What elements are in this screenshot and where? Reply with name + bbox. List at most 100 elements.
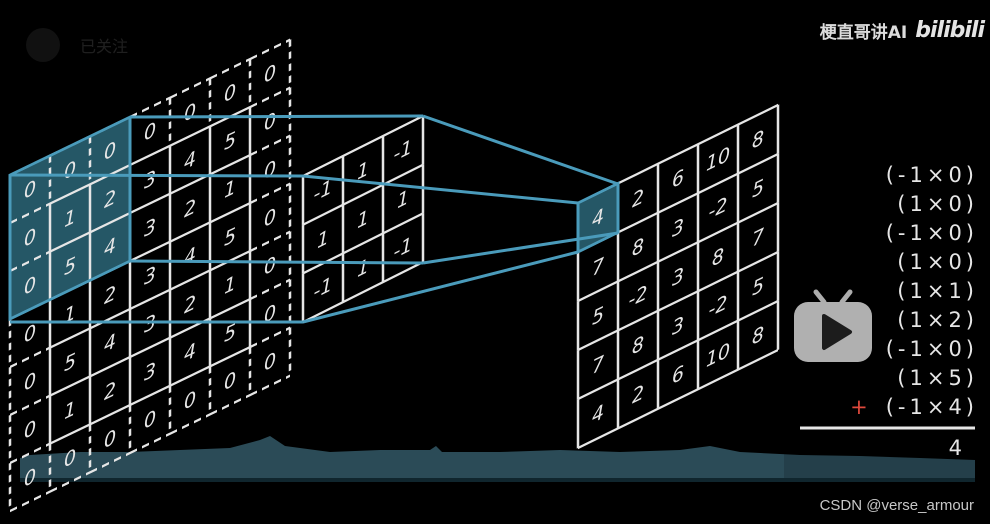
grid-line (698, 368, 738, 391)
progress-track (20, 478, 975, 482)
matrix-cell: 6 (672, 360, 684, 389)
grid-line (303, 203, 343, 226)
matrix-cell: 5 (64, 348, 76, 377)
grid-line (618, 162, 658, 185)
csdn-watermark: CSDN @verse_armour (819, 497, 974, 514)
matrix-cell: 7 (592, 252, 604, 281)
matrix-cell: 3 (144, 165, 156, 194)
grid-line (90, 451, 130, 474)
matrix-cell: 1 (357, 253, 369, 282)
grid-line (10, 346, 50, 369)
grid-line (90, 403, 130, 426)
matrix-cell: -2 (709, 290, 728, 322)
grid-line (658, 191, 698, 215)
grid-line (738, 152, 778, 175)
grid-line (170, 77, 210, 99)
matrix-cell: 4 (592, 203, 604, 232)
matrix-cell: 0 (24, 271, 36, 300)
grid-line (50, 327, 90, 349)
grid-line (250, 134, 290, 157)
grid-line (578, 378, 618, 401)
matrix-cell: 4 (104, 328, 116, 357)
grid-line (10, 442, 50, 465)
matrix-cell: 4 (184, 242, 196, 271)
term-text: (-1×0) (885, 221, 978, 245)
equation-term: (1×1) (897, 279, 978, 303)
receptive-field-highlight (10, 117, 130, 319)
matrix-cell: 1 (357, 205, 369, 234)
channel-brand: 梗直哥讲AI bilibili (819, 18, 985, 43)
grid-line (343, 232, 383, 255)
grid-line (383, 114, 423, 138)
equation-term: (-1×0) (886, 163, 978, 187)
grid-line (698, 123, 738, 146)
matrix-cell: 4 (592, 399, 604, 428)
term-text: (-1×0) (885, 163, 978, 187)
projection-line (422, 114, 619, 186)
grid-line (210, 201, 250, 224)
grid-line (383, 260, 423, 284)
equation-term: (1×0) (897, 192, 978, 216)
matrix-cell: 8 (712, 243, 724, 272)
grid-line (130, 336, 170, 359)
matrix-cell: 4 (184, 338, 196, 367)
play-icon (794, 289, 872, 362)
grid-line (170, 365, 210, 387)
matrix-cell: 5 (752, 174, 764, 203)
matrix-cell: 8 (632, 233, 644, 262)
matrix-cell: 3 (672, 213, 684, 242)
grid-line (170, 221, 210, 243)
matrix-cell: 1 (64, 396, 76, 425)
matrix-cell: 0 (64, 156, 76, 185)
matrix-cell: 0 (64, 444, 76, 473)
matrix-cell: 1 (397, 185, 409, 214)
matrix-cell: 2 (632, 184, 644, 213)
matrix-cell: 0 (24, 223, 36, 252)
projection-line (129, 114, 424, 119)
matrix-cell: 0 (224, 78, 236, 107)
projection-line (302, 174, 579, 205)
matrix-cell: 4 (184, 146, 196, 175)
grid-line (170, 173, 210, 195)
matrix-cell: 2 (104, 184, 116, 213)
follow-overlay[interactable]: 已关注 (26, 28, 128, 62)
progress-waveform[interactable] (20, 436, 975, 482)
grid-line (738, 299, 778, 322)
grid-line (130, 96, 170, 119)
matrix-cell: 0 (24, 367, 36, 396)
grid-line (383, 212, 423, 235)
grid-line (50, 423, 90, 445)
grid-line (90, 355, 130, 378)
matrix-cell: 7 (752, 223, 764, 252)
grid-line (210, 297, 250, 320)
grid-line (170, 269, 210, 291)
matrix-cell: 0 (264, 155, 276, 184)
grid-line (738, 250, 778, 273)
play-button[interactable] (792, 288, 874, 364)
matrix-cell: 2 (632, 380, 644, 409)
grid-line (658, 338, 698, 362)
grid-line (210, 153, 250, 176)
matrix-cell: 8 (752, 321, 764, 350)
equation-term: (-1×0) (886, 221, 978, 245)
matrix-cell: 0 (144, 117, 156, 146)
grid-line (658, 387, 698, 411)
grid-line (303, 154, 343, 178)
matrix-cell: 6 (672, 164, 684, 193)
grid-line (130, 240, 170, 263)
grid-line (738, 103, 778, 126)
uploader-avatar[interactable] (26, 28, 60, 62)
matrix-cell: 8 (632, 331, 644, 360)
grid-line (698, 172, 738, 195)
matrix-cell: 0 (224, 366, 236, 395)
equation-term: (1×2) (897, 308, 978, 332)
grid-line (698, 221, 738, 244)
receptive-field-outline (576, 181, 620, 255)
matrix-cell: 5 (224, 222, 236, 251)
matrix-cell: 0 (24, 463, 36, 492)
channel-name: 梗直哥讲AI (819, 23, 908, 43)
waveform-area (20, 436, 975, 480)
matrix-cell: 4 (104, 232, 116, 261)
matrix-cell: -1 (394, 232, 413, 264)
